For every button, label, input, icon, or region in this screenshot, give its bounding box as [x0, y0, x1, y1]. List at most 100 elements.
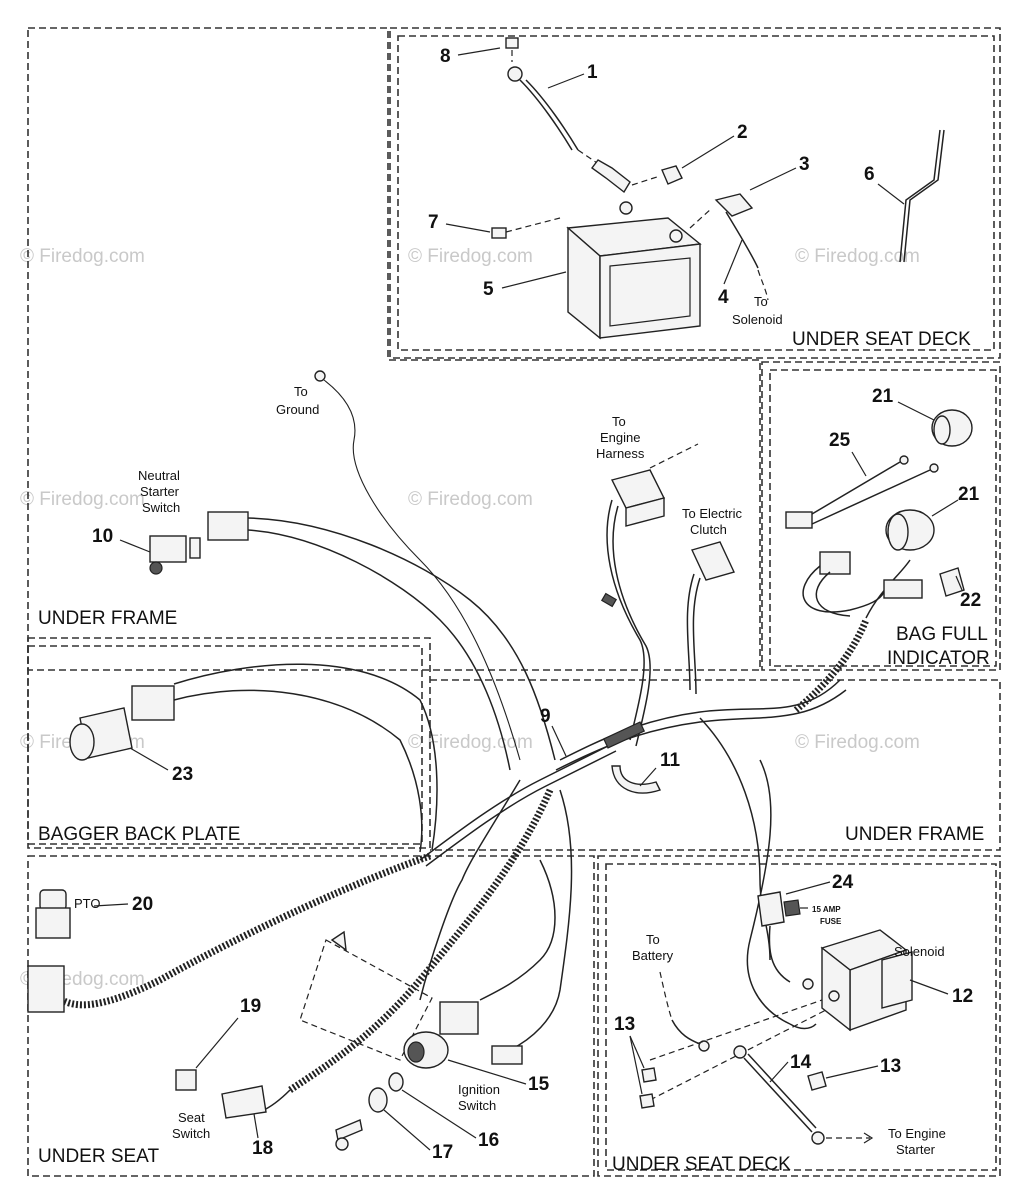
- arrow-head: [863, 1132, 874, 1144]
- watermark-text: © Firedog.com: [795, 732, 920, 753]
- harness-clip: [611, 765, 661, 794]
- label-neutral-starter-switch: Starter: [140, 484, 180, 499]
- solenoid-wire: [789, 1023, 817, 1030]
- leader-line: [897, 401, 935, 421]
- harness-tape: [600, 592, 618, 608]
- nut: [661, 165, 683, 185]
- ignition-key: [335, 1119, 363, 1141]
- harness-connector: [883, 579, 923, 599]
- harness-wire: [692, 577, 701, 695]
- leader-line: [877, 183, 905, 205]
- frame-under-seat-deck-bottom: [597, 855, 1001, 1177]
- leader-line: [769, 1061, 789, 1083]
- leader-dash: [649, 1009, 827, 1101]
- cable-boot: [591, 159, 631, 194]
- harness-connector: [819, 551, 851, 575]
- label-to-ground: To: [294, 384, 308, 399]
- zone-label-under-frame: UNDER FRAME: [845, 824, 984, 845]
- leader-dash: [757, 269, 769, 301]
- label-ignition-switch: Ignition: [458, 1082, 500, 1097]
- frame-under-seat-deck-top-inner: [397, 35, 995, 351]
- part-number-24: 24: [832, 872, 854, 893]
- solenoid-terminal: [828, 990, 840, 1002]
- harness-wire: [686, 573, 695, 691]
- starter-cable: [743, 1057, 813, 1133]
- bag-full-indicator-area: [785, 409, 973, 617]
- bolt-head: [505, 37, 519, 49]
- ignition-switch-face: [407, 1041, 425, 1063]
- harness-trunk: [425, 750, 617, 867]
- leader-line: [401, 1089, 477, 1139]
- leader-line: [749, 167, 797, 191]
- label-to-ground: Ground: [276, 402, 319, 417]
- bagger-connector: [131, 685, 175, 721]
- leader-line: [909, 979, 949, 995]
- jumper-wire: [811, 461, 901, 515]
- watermark-text: © Firedog.com: [408, 246, 533, 267]
- part-number-18: 18: [252, 1138, 273, 1159]
- leader-line: [723, 239, 743, 285]
- neutral-switch-connector: [207, 511, 249, 541]
- harness-tape: [602, 721, 646, 749]
- seat-switch: [175, 1069, 197, 1091]
- part-number-6: 6: [864, 164, 875, 185]
- part-number-2: 2: [737, 122, 748, 143]
- switch-terminal: [189, 537, 201, 559]
- label-to-solenoid: Solenoid: [732, 312, 783, 327]
- harness-wire: [815, 571, 851, 617]
- harness-wire: [247, 517, 556, 761]
- cable-terminal: [733, 1045, 747, 1059]
- label-to-engine-starter: To Engine: [888, 1126, 946, 1141]
- battery-area: [491, 37, 945, 340]
- jumper-connector: [785, 511, 813, 529]
- part-number-20: 20: [132, 894, 153, 915]
- cable-terminal: [698, 1040, 710, 1052]
- leader-line: [195, 1017, 239, 1069]
- solenoid-side: [821, 946, 851, 1032]
- part-number-11: 11: [660, 750, 681, 771]
- part-number-19: 19: [240, 996, 261, 1017]
- frame-bag-full-inner: [769, 369, 997, 667]
- harness-trunk: [555, 689, 847, 771]
- frame-under-seat-deck-bottom-inner: [605, 863, 997, 1171]
- leader-line: [547, 73, 585, 89]
- label-seat-switch: Seat: [178, 1110, 205, 1125]
- bolt: [491, 227, 507, 239]
- leader-line: [457, 47, 501, 56]
- electric-clutch-connector: [691, 541, 735, 581]
- ground-wire: [323, 379, 521, 761]
- battery-post: [619, 201, 633, 215]
- leader-line: [639, 767, 657, 787]
- part-number-15: 15: [528, 1074, 550, 1095]
- ignition-connector: [439, 1001, 479, 1035]
- part-number-22: 22: [960, 590, 981, 611]
- leader-line: [501, 271, 567, 289]
- frame-under-frame-left: [27, 27, 761, 671]
- harness-wire: [802, 565, 885, 613]
- label-pto: PTO: [74, 896, 101, 911]
- neutral-starter-switch: [149, 535, 187, 563]
- watermark-text: © Firedog.com: [795, 246, 920, 267]
- frame-bagger-back-plate: [27, 637, 431, 849]
- ignition-bracket: [299, 939, 433, 1061]
- label-to-battery: Battery: [632, 948, 674, 963]
- battery-post: [669, 229, 683, 243]
- leader-dash: [689, 207, 713, 229]
- label-to-electric-clutch: To Electric: [682, 506, 742, 521]
- main-harness: [60, 370, 911, 1115]
- part-number-21: 21: [872, 386, 894, 407]
- harness-wire: [419, 779, 521, 1001]
- leader-line: [129, 747, 169, 771]
- ignition-nut: [388, 1072, 404, 1092]
- harness-wire: [247, 529, 511, 771]
- leader-line: [629, 1035, 643, 1095]
- leader-line: [681, 135, 735, 169]
- leader-dash: [659, 971, 673, 1021]
- zone-label-under-seat-deck: UNDER SEAT DECK: [792, 329, 971, 350]
- leader-line: [955, 575, 963, 591]
- part-number-4: 4: [718, 287, 729, 308]
- bracket-tab: [330, 930, 347, 952]
- watermark-text: © Firedog.com: [408, 732, 533, 753]
- solenoid-area: [639, 891, 913, 1145]
